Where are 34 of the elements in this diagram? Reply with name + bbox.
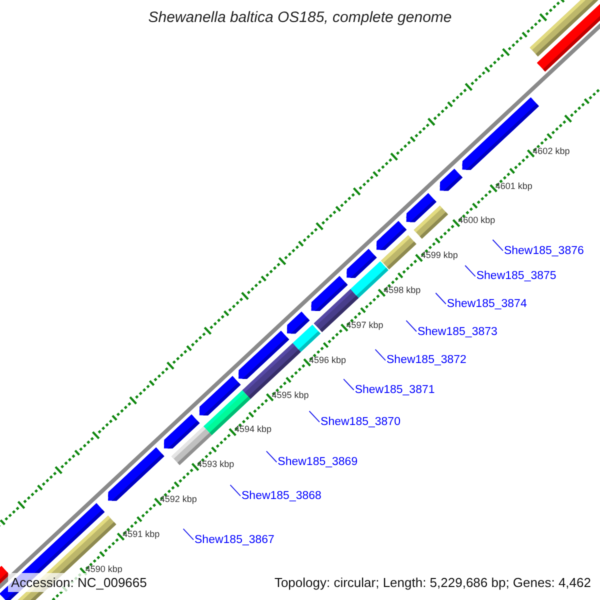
scale-label: 4601 kbp [495,180,532,191]
leader-line [374,348,386,361]
leader-line [230,484,241,496]
gene-label: Shew185_3871 [354,383,435,398]
gene-label: Shew185_3876 [504,244,584,258]
scale-label: 4591 kbp [122,528,160,539]
scale-label: 4596 kbp [309,354,346,365]
leader-line [308,410,320,423]
gene-label: Shew185_3874 [446,296,527,311]
leader-line [435,292,446,304]
leader-line [406,320,417,332]
scale-label: 4599 kbp [420,250,458,260]
scale-label: 4590 kbp [85,564,122,574]
gene-label: Shew185_3869 [278,455,358,470]
leader-line [266,450,278,463]
gene-label: Shew185_3867 [194,532,274,547]
scale-label: 4597 kbp [346,320,384,330]
scale-label: 4598 kbp [384,285,421,296]
scale-label: 4593 kbp [197,459,234,470]
gene-label: Shew185_3873 [417,324,498,338]
gene-label: Shew185_3870 [320,415,400,430]
title: Shewanella baltica OS185, complete genome [147,9,453,26]
scale-label: 4600 kbp [458,215,496,226]
gene-label: Shew185_3868 [242,488,322,503]
leader-line [492,239,504,252]
gene-label: Shew185_3872 [386,353,466,368]
scale-label: 4592 kbp [160,494,197,504]
leader-line [343,378,354,391]
scale-label: 4595 kbp [272,390,309,400]
leader-line [182,528,194,540]
scale-label: 4602 kbp [532,146,570,156]
gene-label: Shew185_3875 [476,269,556,284]
scale-label: 4594 kbp [234,424,272,434]
leader-line [464,265,476,277]
